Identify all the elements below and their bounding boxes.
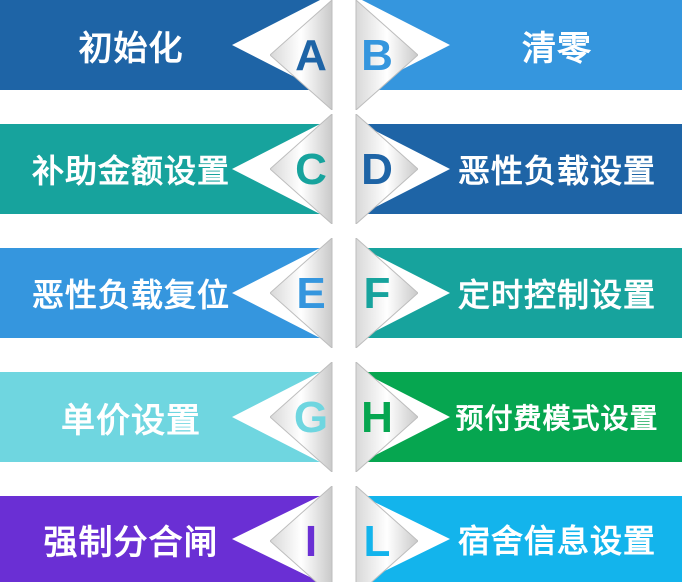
option-label: 宿舍信息设置: [457, 522, 656, 560]
letter-badge-i: I: [270, 486, 338, 582]
letter: E: [296, 269, 326, 318]
letter-badge-b: B: [350, 0, 418, 110]
letter-badge-g: G: [270, 362, 338, 472]
letter: H: [361, 393, 393, 442]
letter-badge-a: A: [270, 0, 338, 110]
letter-badge-f: F: [350, 238, 418, 348]
option-label: 清零: [522, 28, 592, 69]
letter-badge-c: C: [270, 114, 338, 224]
letter-badge-h: H: [350, 362, 418, 472]
letter: F: [363, 269, 391, 318]
option-label: 定时控制设置: [457, 276, 656, 314]
option-subsidy-amount[interactable]: 补助金额设置: [0, 124, 320, 214]
option-label: 初始化: [78, 28, 184, 69]
letter: D: [361, 145, 393, 194]
letter-badge-l: L: [350, 486, 418, 582]
letter: L: [363, 517, 391, 566]
option-label: 补助金额设置: [31, 152, 230, 190]
option-label: 预付费模式设置: [455, 402, 659, 435]
letter-badge-d: D: [350, 114, 418, 224]
option-label: 强制分合闸: [43, 522, 219, 563]
option-label: 恶性负载设置: [457, 152, 656, 190]
option-label: 单价设置: [61, 400, 201, 441]
letter: B: [361, 31, 393, 80]
letter: C: [295, 145, 327, 194]
option-timer-control[interactable]: 定时控制设置: [362, 248, 682, 338]
letter-badge-e: E: [270, 238, 338, 348]
letter: G: [293, 393, 329, 442]
option-label: 恶性负载复位: [31, 276, 230, 314]
letter: A: [295, 31, 327, 80]
letter: I: [304, 517, 318, 566]
